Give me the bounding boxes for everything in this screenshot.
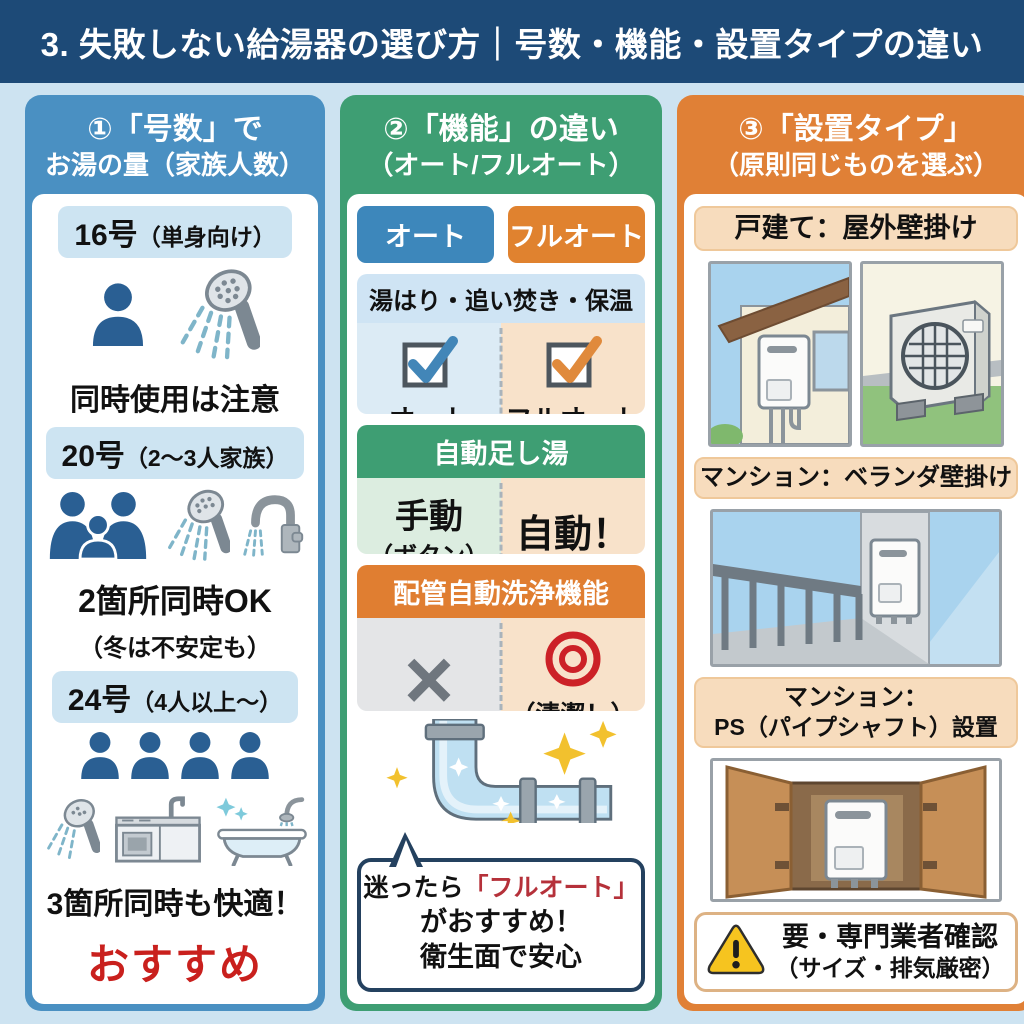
manual-sublabel: （ボタン） xyxy=(369,536,489,554)
manual-cell: 手動 （ボタン） xyxy=(357,478,501,555)
warning-icon xyxy=(707,923,765,980)
fullauto-highlight: 「フルオート」 xyxy=(463,873,639,902)
kinou-header: ②「機能」の違い （オート/フルオート） xyxy=(347,102,655,194)
gosu-recommend: おすすめ xyxy=(86,941,263,988)
setchi-body: 戸建て：屋外壁掛け xyxy=(684,193,1024,1004)
bathtub-icon xyxy=(216,792,308,871)
kinou-badges: オート フルオート xyxy=(357,205,645,263)
faucet-icon xyxy=(242,488,304,567)
kinou-body: オート フルオート 湯はり・追い焚き・保温 オート xyxy=(347,193,655,1004)
mansion-veranda-label: マンション：ベランダ壁掛け xyxy=(694,457,1018,500)
compare-title: 配管自動洗浄機能 xyxy=(357,565,645,619)
auto-cell-label: オート xyxy=(389,398,470,415)
person-icon xyxy=(90,282,146,351)
person-icon xyxy=(229,731,271,784)
balcony-heater-illustration xyxy=(710,509,1002,668)
person-icon xyxy=(79,731,121,784)
person-icon xyxy=(179,731,221,784)
bubble-line1: 迷ったら「フルオート」 xyxy=(363,873,639,902)
shower-icon xyxy=(42,796,102,867)
badge-16gou: 16号（単身向け） xyxy=(58,205,292,258)
gosu-24-persons xyxy=(79,731,271,784)
mansion-ps-label: マンション： PS（パイプシャフト）設置 xyxy=(694,676,1018,748)
warning-text: 要・専門業者確認 （サイズ・排気厳密） xyxy=(775,921,1005,982)
gosu-body: 16号（単身向け） xyxy=(32,193,318,1004)
family-icon xyxy=(46,491,150,564)
no-function-cell: × xyxy=(357,618,501,711)
recommendation-bubble: 迷ったら「フルオート」 がおすすめ！ 衛生面で安心 xyxy=(357,831,645,992)
shower-icon xyxy=(172,266,262,367)
house-wall-heater-illustration xyxy=(708,261,852,448)
gosu-24-icons xyxy=(42,792,308,871)
outdoor-unit-illustration xyxy=(860,261,1004,448)
clean-note: （清潔！） xyxy=(510,695,635,711)
cross-icon: × xyxy=(403,632,455,711)
auto-cell: オート xyxy=(357,322,501,415)
checkbox-checked-icon xyxy=(543,331,603,396)
gosu-20-icons xyxy=(46,487,304,568)
setchi-header-line2: （原則同じものを選ぶ） xyxy=(712,150,999,181)
gosu-header: ①「号数」で お湯の量（家族人数） xyxy=(32,102,318,194)
setchi-header: ③「設置タイプ」 （原則同じものを選ぶ） xyxy=(684,102,1024,194)
fullauto-badge: フルオート xyxy=(508,205,645,263)
has-function-cell: （清潔！） xyxy=(501,618,645,711)
gosu-16-icons xyxy=(90,266,262,367)
compare-block-pipe-cleaning: 配管自動洗浄機能 × （清潔！） xyxy=(357,565,645,711)
compare-title: 自動足し湯 xyxy=(357,425,645,479)
bubble-tail xyxy=(387,830,433,867)
double-circle-icon xyxy=(544,630,602,693)
columns-container: ①「号数」で お湯の量（家族人数） 16号（単身向け） xyxy=(25,95,1024,1011)
pipe-shaft-illustration xyxy=(710,757,1002,902)
person-icon xyxy=(129,731,171,784)
bubble-line3: 衛生面で安心 xyxy=(420,942,582,973)
automatic-label: 自動！ xyxy=(515,513,630,555)
compare-block-auto-refill: 自動足し湯 手動 （ボタン） 自動！ xyxy=(357,425,645,555)
page-title: 3. 失敗しない給湯器の選び方｜号数・機能・設置タイプの違い xyxy=(40,25,984,63)
kinou-header-line2: （オート/フルオート） xyxy=(367,150,635,181)
title-bar: 3. 失敗しない給湯器の選び方｜号数・機能・設置タイプの違い xyxy=(0,0,1024,83)
badge-20gou: 20号（2〜3人家族） xyxy=(45,426,305,479)
gosu-24-caption: 3箇所同時も快適！ xyxy=(46,887,304,921)
specialist-warning: 要・専門業者確認 （サイズ・排気厳密） xyxy=(694,911,1018,992)
compare-block-bath-functions: 湯はり・追い焚き・保温 オート xyxy=(357,273,645,415)
checkbox-checked-icon xyxy=(399,331,459,396)
clean-pipe-illustration xyxy=(375,717,627,828)
kodate-label: 戸建て：屋外壁掛け xyxy=(694,205,1018,252)
gosu-header-line2: お湯の量（家族人数） xyxy=(44,150,305,181)
bubble-line2: がおすすめ！ xyxy=(420,906,582,937)
gosu-20-subcaption: （冬は不安定も） xyxy=(79,634,271,662)
manual-label: 手動 xyxy=(395,498,463,537)
shower-icon xyxy=(162,487,232,568)
setchi-header-line1: ③「設置タイプ」 xyxy=(738,113,974,146)
kodate-illustrations xyxy=(694,261,1018,448)
auto-badge: オート xyxy=(357,205,494,263)
automatic-cell: 自動！ xyxy=(501,478,645,555)
column-kinou-card: ②「機能」の違い （オート/フルオート） オート フルオート 湯はり・追い焚き・… xyxy=(340,95,662,1011)
gosu-header-line1: ①「号数」で xyxy=(87,113,263,146)
column-setchi-card: ③「設置タイプ」 （原則同じものを選ぶ） 戸建て：屋外壁掛け xyxy=(677,95,1024,1011)
kitchen-icon xyxy=(112,795,204,868)
compare-title: 湯はり・追い焚き・保温 xyxy=(357,273,645,323)
gosu-20-caption: 2箇所同時OK xyxy=(78,582,272,619)
fullauto-cell-label: フルオート xyxy=(506,398,641,415)
kinou-header-line1: ②「機能」の違い xyxy=(383,113,619,146)
column-gosu-card: ①「号数」で お湯の量（家族人数） 16号（単身向け） xyxy=(25,95,325,1011)
fullauto-cell: フルオート xyxy=(501,322,645,415)
gosu-16-caption: 同時使用は注意 xyxy=(70,383,280,417)
badge-24gou: 24号（4人以上〜） xyxy=(51,670,299,723)
